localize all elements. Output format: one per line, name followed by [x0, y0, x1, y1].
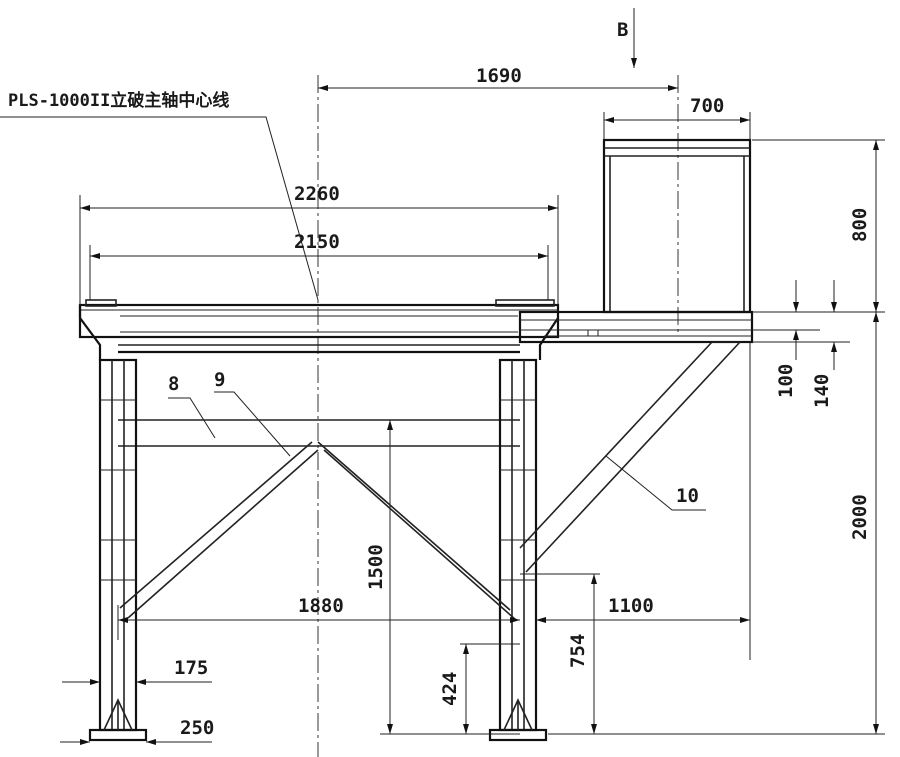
top-platform [78, 299, 560, 360]
centerline-label: PLS-1000II立破主轴中心线 [8, 90, 229, 111]
dim-700: 700 [690, 95, 724, 117]
part-label-10: 10 [676, 485, 699, 507]
diagonal-brace-9 [119, 441, 517, 621]
part-label-8: 8 [168, 373, 179, 395]
hopper-box [602, 138, 752, 314]
dim-424: 424 [439, 672, 461, 706]
left-column [88, 358, 148, 742]
view-label-b: B [617, 19, 628, 41]
cantilever-beam [518, 310, 754, 344]
dimension-lines [0, 8, 885, 745]
diagonal-strut-10 [519, 341, 741, 573]
dim-800: 800 [849, 208, 871, 242]
dim-1500: 1500 [365, 544, 387, 590]
cross-beam [118, 344, 520, 354]
dim-175: 175 [174, 657, 208, 679]
dim-100: 100 [775, 364, 797, 398]
right-column [488, 358, 548, 742]
dim-754: 754 [567, 634, 589, 668]
dim-250: 250 [180, 717, 214, 739]
dim-2000: 2000 [849, 494, 871, 540]
part-label-9: 9 [214, 369, 225, 391]
dim-1690: 1690 [476, 65, 522, 87]
dim-2260: 2260 [294, 183, 340, 205]
horizontal-brace-8 [118, 419, 520, 447]
dim-2150: 2150 [294, 231, 340, 253]
dim-1880: 1880 [298, 595, 344, 617]
dim-140: 140 [811, 374, 833, 408]
dim-1100: 1100 [608, 595, 654, 617]
